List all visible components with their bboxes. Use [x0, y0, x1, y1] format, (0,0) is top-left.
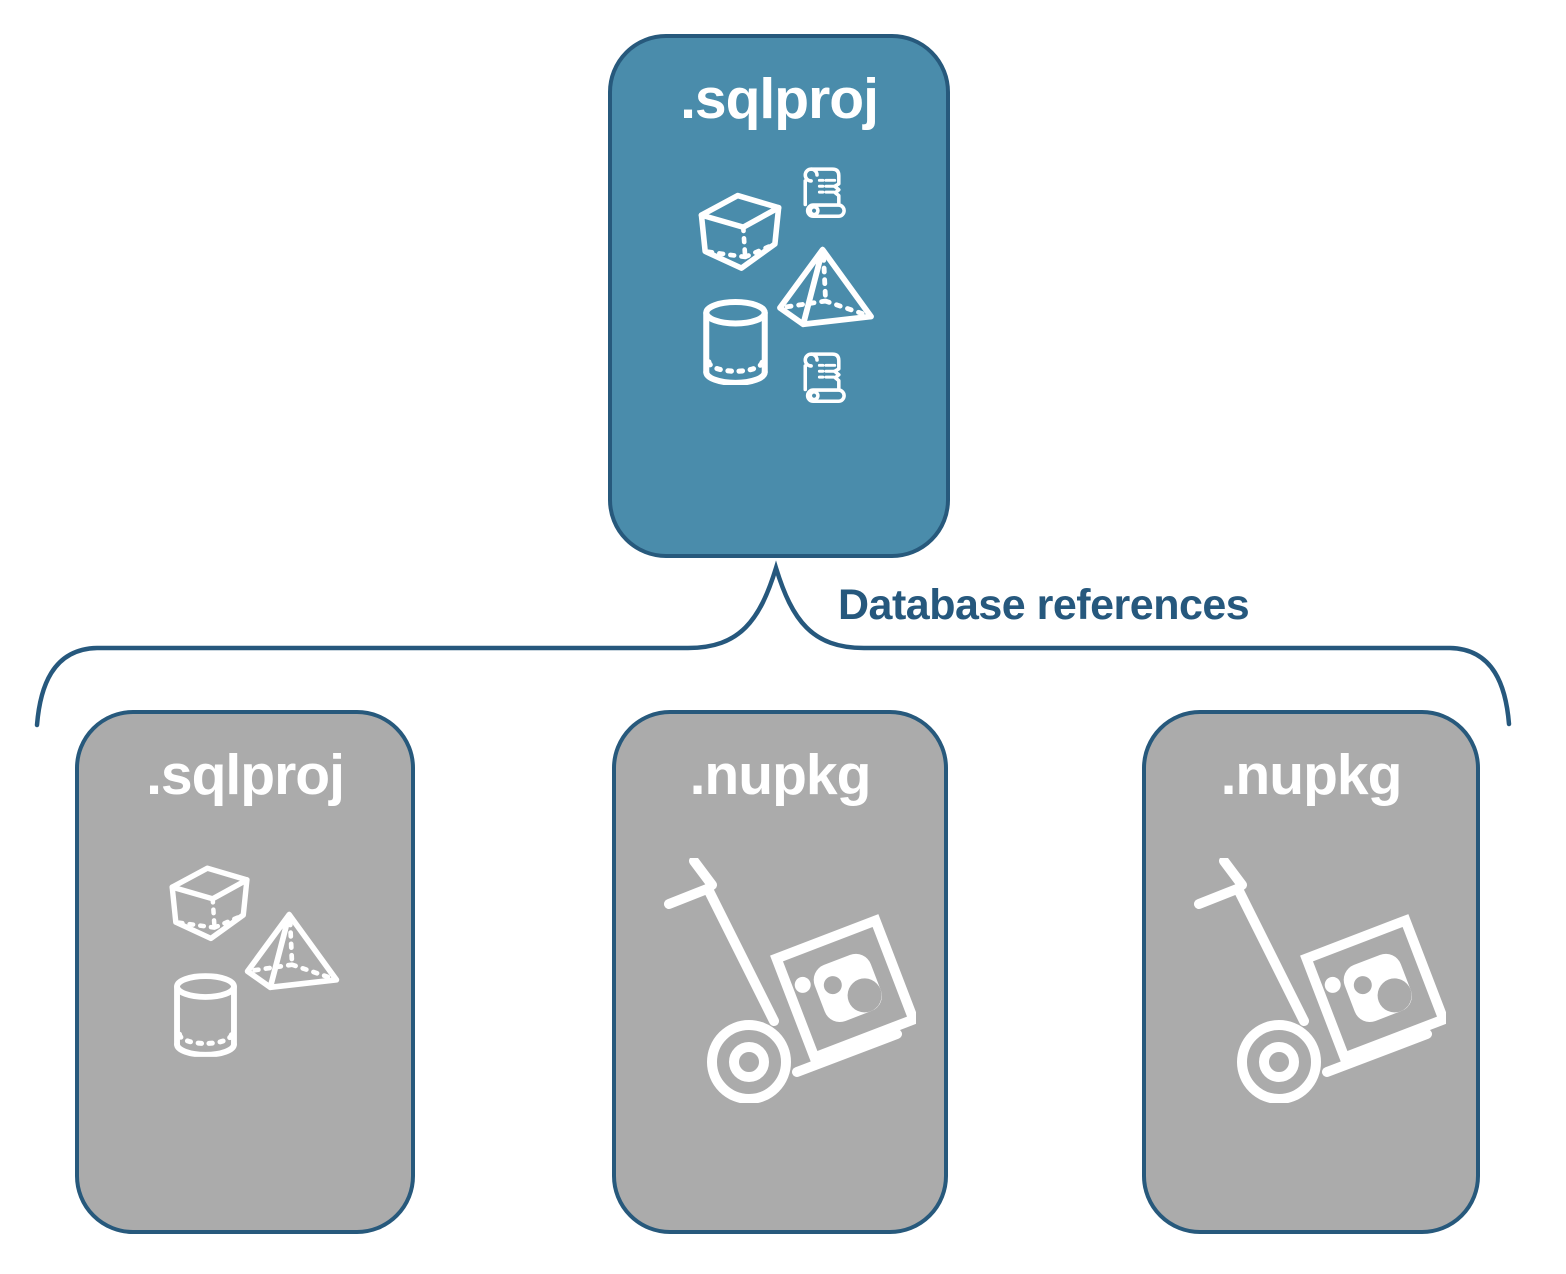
database-cylinder-icon: [701, 299, 770, 385]
script-scroll-icon: [797, 165, 850, 221]
root-box-title: .sqlproj: [680, 67, 879, 131]
connector-label: Database references: [838, 581, 1250, 629]
script-scroll-icon: [797, 350, 850, 406]
child-box-nupkg-2: .nupkg: [1142, 710, 1480, 1234]
nuget-package-dolly-icon: [1194, 858, 1446, 1103]
child-box-title: .sqlproj: [146, 743, 345, 807]
child-box-title: .nupkg: [1220, 743, 1403, 807]
pyramid-icon: [773, 241, 878, 333]
child-box-sqlproj: .sqlproj: [75, 710, 415, 1234]
child-box-title: .nupkg: [689, 743, 872, 807]
child-box-nupkg-1: .nupkg: [612, 710, 948, 1234]
root-box-sqlproj: .sqlproj: [608, 34, 950, 558]
database-cylinder-icon: [172, 973, 239, 1057]
pyramid-icon: [241, 906, 343, 996]
nuget-package-dolly-icon: [664, 858, 916, 1103]
